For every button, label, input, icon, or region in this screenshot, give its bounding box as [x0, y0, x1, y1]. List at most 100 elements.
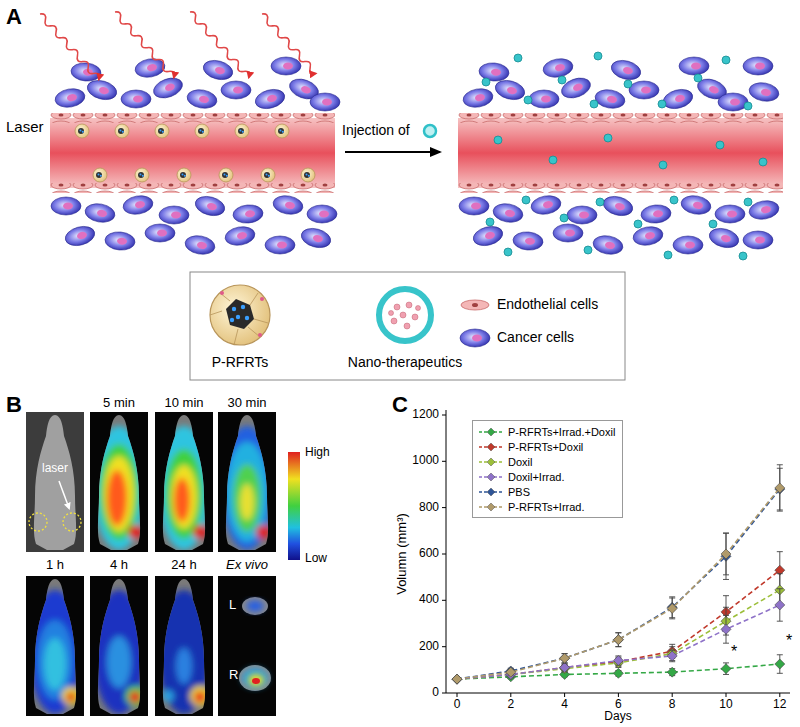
tick-label: 10	[719, 698, 732, 712]
data-marker	[667, 603, 677, 613]
data-marker	[613, 656, 623, 666]
swatch-marker	[487, 488, 495, 496]
error-cap	[777, 621, 783, 622]
error-cap	[723, 579, 729, 580]
legend-text: Doxil+Irrad.	[508, 471, 565, 483]
legend-swatch	[478, 502, 504, 512]
tick-label: 8	[669, 698, 676, 712]
error-cap	[669, 598, 675, 599]
legend-text: P-RFRTs+Irrad.	[508, 501, 585, 513]
significance-mark: *	[731, 643, 737, 661]
data-marker	[613, 635, 623, 645]
data-marker	[560, 653, 570, 663]
swatch-marker	[487, 428, 495, 436]
data-marker	[775, 600, 785, 610]
legend-row: P-RFRTs+Doxil	[478, 439, 615, 454]
error-cap	[777, 573, 783, 574]
swatch-marker	[487, 443, 495, 451]
legend-row: Doxil	[478, 454, 615, 469]
error-cap	[723, 674, 729, 675]
error-cap	[723, 643, 729, 644]
legend-text: P-RFRTs	[212, 354, 269, 370]
legend-swatch	[478, 442, 504, 452]
time-label: Ex vivo	[226, 558, 268, 573]
data-marker	[721, 624, 731, 634]
series-line	[457, 570, 780, 679]
error-cap	[669, 596, 675, 597]
data-marker	[506, 667, 516, 677]
step-label: Injection of	[342, 122, 410, 138]
data-marker	[667, 651, 677, 661]
time-label: 5 min	[103, 396, 135, 411]
organ-label: L	[229, 598, 236, 613]
legend-text: Endothelial cells	[497, 296, 598, 312]
data-marker	[452, 674, 462, 684]
error-cap	[777, 654, 783, 655]
tick-label: 600	[419, 547, 439, 561]
swatch-marker	[487, 503, 495, 511]
data-marker	[613, 635, 623, 645]
data-marker	[721, 664, 731, 674]
legend-text: PBS	[508, 486, 530, 498]
data-marker	[560, 653, 570, 663]
error-cap	[777, 464, 783, 465]
tick-label: 0	[454, 698, 461, 712]
error-cap	[669, 618, 675, 619]
error-cap	[723, 533, 729, 534]
legend-swatch	[478, 457, 504, 467]
legend-row: PBS	[478, 484, 615, 499]
error-cap	[723, 574, 729, 575]
data-marker	[560, 663, 570, 673]
data-marker	[775, 483, 785, 493]
tick-label: 12	[773, 698, 786, 712]
tick-label: 2	[507, 698, 514, 712]
data-marker	[775, 659, 785, 669]
error-cap	[669, 646, 675, 647]
error-cap	[669, 650, 675, 651]
error-cap	[723, 662, 729, 663]
error-cap	[669, 661, 675, 662]
tick-label: 1000	[412, 454, 439, 468]
chart-legend: P-RFRTs+Irrad.+DoxilP-RFRTs+DoxilDoxilDo…	[472, 420, 623, 518]
time-label: 1 h	[46, 558, 64, 573]
data-marker	[452, 674, 462, 684]
time-label: 30 min	[227, 396, 266, 411]
laser-label: Laser	[6, 118, 44, 135]
error-cap	[615, 632, 621, 633]
legend-text: Cancer cells	[497, 329, 574, 345]
legend-text: P-RFRTs+Irrad.+Doxil	[508, 426, 615, 438]
tick-label: 400	[419, 593, 439, 607]
error-cap	[777, 588, 783, 589]
time-label: 10 min	[164, 396, 203, 411]
data-marker	[452, 674, 462, 684]
scale-label: Low	[305, 552, 327, 566]
legend-swatch	[478, 427, 504, 437]
data-marker	[560, 663, 570, 673]
error-cap	[777, 511, 783, 512]
error-cap	[723, 615, 729, 616]
significance-mark: *	[786, 632, 792, 650]
legend-text: Nano-therapeutics	[348, 354, 462, 370]
error-cap	[777, 588, 783, 589]
panel-letter: A	[6, 4, 22, 29]
error-cap	[669, 644, 675, 645]
tick-label: 0	[432, 686, 439, 700]
data-marker	[667, 667, 677, 677]
legend-swatch	[478, 472, 504, 482]
legend-text: Doxil	[508, 456, 532, 468]
error-cap	[723, 607, 729, 608]
data-marker	[452, 674, 462, 684]
legend-row: Doxil+Irrad.	[478, 469, 615, 484]
scale-label: High	[305, 446, 330, 460]
legend-row: P-RFRTs+Irrad.	[478, 499, 615, 514]
time-label: 4 h	[110, 558, 128, 573]
series-line	[457, 605, 780, 679]
swatch-marker	[487, 458, 495, 466]
data-marker	[452, 674, 462, 684]
axis-title: Days	[604, 710, 631, 724]
tick-label: 200	[419, 640, 439, 654]
data-marker	[613, 668, 623, 678]
swatch-marker	[487, 473, 495, 481]
legend-swatch	[478, 487, 504, 497]
